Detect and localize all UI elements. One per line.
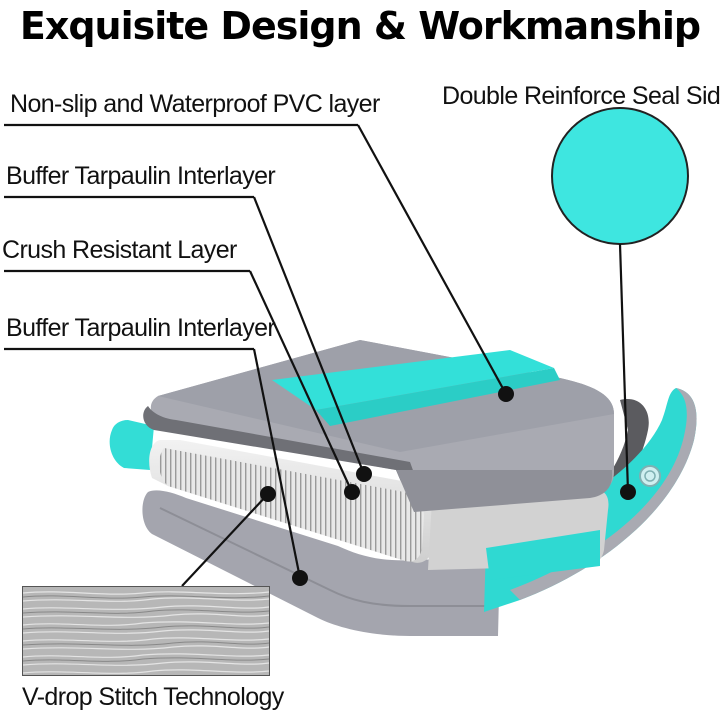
label-seal-side: Double Reinforce Seal Side (442, 82, 720, 110)
top-stripe (272, 350, 554, 410)
label-pvc-layer: Non-slip and Waterproof PVC layer (10, 90, 380, 118)
seal-detail-circle (551, 107, 689, 245)
stitch-texture-photo (22, 586, 270, 676)
seal-edge-left (109, 420, 154, 470)
label-underlines (4, 123, 358, 351)
bottom-layer (142, 490, 500, 636)
label-buffer-top: Buffer Tarpaulin Interlayer (6, 162, 276, 190)
callout-dots (260, 386, 636, 586)
stitch-caption: V-drop Stitch Technology (22, 683, 284, 711)
valve-icon (639, 465, 661, 487)
page-title: Exquisite Design & Workmanship (19, 4, 701, 48)
label-buffer-bottom: Buffer Tarpaulin Interlayer (6, 314, 276, 342)
label-crush-layer: Crush Resistant Layer (2, 236, 237, 264)
callout-lines (181, 124, 630, 587)
